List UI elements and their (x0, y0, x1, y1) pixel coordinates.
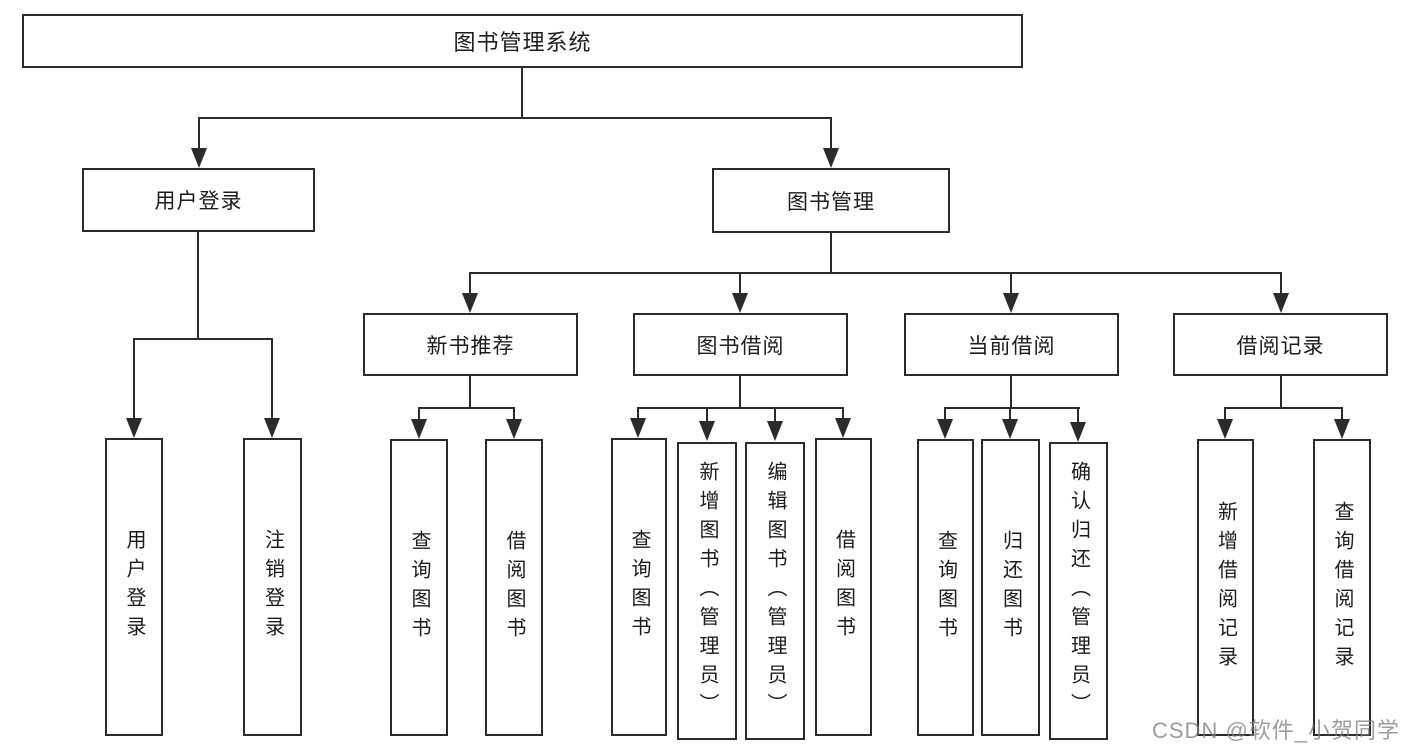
arrowhead-g4-leaf2-icon (1334, 419, 1350, 439)
connector-book-mgmt-stem (830, 232, 832, 274)
leaf-g2-query-books: 查询图书 (611, 438, 667, 736)
leaf-g2-add-book-admin-label: 新增图书（管理员） (696, 460, 718, 722)
group-book-borrowing: 图书借阅 (633, 313, 848, 376)
connector-g2-leaf1-drop (637, 407, 639, 425)
arrowhead-g3-leaf2-icon (1002, 419, 1018, 439)
connector-level2-rail (198, 117, 832, 119)
connector-group4-rail (1224, 407, 1342, 409)
connector-login-leaf-drop (133, 338, 135, 424)
connector-g1-leaf1-drop (418, 407, 420, 425)
leaf-g1-borrow-books: 借阅图书 (485, 439, 543, 736)
leaf-g2-borrow-books: 借阅图书 (815, 438, 872, 736)
connector-user-login-drop (198, 117, 200, 152)
connector-group1-stem (469, 376, 471, 409)
leaf-g3-return-books: 归还图书 (981, 439, 1040, 736)
arrowhead-g3-leaf3-icon (1070, 422, 1086, 442)
arrowhead-borrowing-icon (732, 293, 748, 313)
connector-records-drop (1280, 272, 1282, 298)
branch-user-login: 用户登录 (82, 168, 315, 232)
group-borrow-records: 借阅记录 (1173, 313, 1388, 376)
leaf-g4-query-borrow-record-label: 查询借阅记录 (1331, 500, 1353, 675)
connector-g3-leaf1-drop (944, 407, 946, 425)
connector-g4-leaf1-drop (1224, 407, 1226, 425)
leaf-g2-edit-book-admin: 编辑图书（管理员） (745, 442, 805, 740)
leaf-g1-query-books: 查询图书 (390, 439, 448, 736)
csdn-watermark: CSDN @软件_小贺同学 (1152, 718, 1401, 743)
connector-user-login-stem (197, 232, 199, 340)
connector-group2-rail (637, 407, 844, 409)
group-current-borrowing: 当前借阅 (904, 313, 1119, 376)
leaf-g1-borrow-books-label: 借阅图书 (503, 529, 525, 646)
leaf-g4-query-borrow-record: 查询借阅记录 (1313, 439, 1371, 736)
leaf-logout: 注销登录 (243, 438, 302, 736)
connector-g3-leaf2-drop (1009, 407, 1011, 425)
connector-logout-leaf-drop (271, 338, 273, 424)
leaf-user-login: 用户登录 (105, 438, 163, 736)
branch-book-management: 图书管理 (712, 168, 950, 233)
connector-g2-leaf3-drop (774, 407, 776, 425)
leaf-g3-confirm-return-admin: 确认归还（管理员） (1049, 442, 1108, 740)
node-root: 图书管理系统 (22, 14, 1023, 68)
arrowhead-new-book-icon (462, 293, 478, 313)
connector-user-login-rail (133, 338, 273, 340)
connector-g3-leaf3-drop (1077, 407, 1079, 425)
arrowhead-g2-leaf1-icon (630, 418, 646, 438)
connector-group3-rail (944, 407, 1080, 409)
connector-g2-leaf4-drop (842, 407, 844, 425)
connector-current-drop (1010, 272, 1012, 298)
connector-g1-leaf2-drop (513, 407, 515, 425)
arrowhead-g2-leaf4-icon (835, 418, 851, 438)
leaf-g2-query-books-label: 查询图书 (628, 529, 650, 645)
connector-group1-rail (418, 407, 515, 409)
leaf-g1-query-books-label: 查询图书 (408, 529, 430, 646)
group-new-book-recommend: 新书推荐 (363, 313, 578, 376)
node-root-label: 图书管理系统 (453, 30, 592, 55)
leaf-g2-add-book-admin: 新增图书（管理员） (677, 442, 737, 740)
arrowhead-g3-leaf1-icon (937, 419, 953, 439)
arrowhead-g4-leaf1-icon (1217, 419, 1233, 439)
branch-user-login-label: 用户登录 (154, 190, 243, 213)
connector-borrowing-drop (739, 272, 741, 298)
arrowhead-current-icon (1003, 293, 1019, 313)
leaf-g2-edit-book-admin-label: 编辑图书（管理员） (764, 460, 786, 722)
arrowhead-g2-leaf2-icon (699, 421, 715, 441)
group-new-book-recommend-label: 新书推荐 (426, 334, 515, 358)
leaf-g3-query-books-label: 查询图书 (934, 529, 957, 646)
connector-group2-stem (739, 376, 741, 409)
arrowhead-g1-leaf1-icon (411, 419, 427, 439)
arrowhead-logout-leaf-icon (264, 418, 280, 438)
arrowhead-g2-leaf3-icon (767, 421, 783, 441)
leaf-g2-borrow-books-label: 借阅图书 (832, 529, 855, 645)
connector-g4-leaf2-drop (1341, 407, 1343, 425)
connector-book-mgmt-drop (830, 117, 832, 152)
leaf-logout-label: 注销登录 (261, 529, 284, 645)
connector-group3-stem (1010, 376, 1012, 409)
leaf-g3-confirm-return-admin-label: 确认归还（管理员） (1067, 460, 1090, 722)
connector-root-stem (521, 68, 523, 119)
leaf-g4-add-borrow-record: 新增借阅记录 (1197, 439, 1254, 736)
group-borrow-records-label: 借阅记录 (1236, 334, 1325, 358)
arrowhead-user-login-icon (191, 148, 207, 168)
leaf-g3-query-books: 查询图书 (917, 439, 974, 736)
arrowhead-login-leaf-icon (126, 418, 142, 438)
connector-level3-rail (469, 272, 1282, 274)
group-book-borrowing-label: 图书借阅 (696, 334, 785, 358)
arrowhead-g1-leaf2-icon (506, 419, 522, 439)
leaf-user-login-label: 用户登录 (123, 529, 145, 645)
leaf-g3-return-books-label: 归还图书 (999, 529, 1022, 646)
arrowhead-book-mgmt-icon (823, 148, 839, 168)
connector-new-book-drop (469, 272, 471, 298)
arrowhead-records-icon (1273, 293, 1289, 313)
branch-book-management-label: 图书管理 (787, 190, 875, 214)
group-current-borrowing-label: 当前借阅 (967, 334, 1056, 358)
leaf-g4-add-borrow-record-label: 新增借阅记录 (1214, 500, 1237, 675)
connector-g2-leaf2-drop (706, 407, 708, 425)
connector-group4-stem (1280, 376, 1282, 409)
